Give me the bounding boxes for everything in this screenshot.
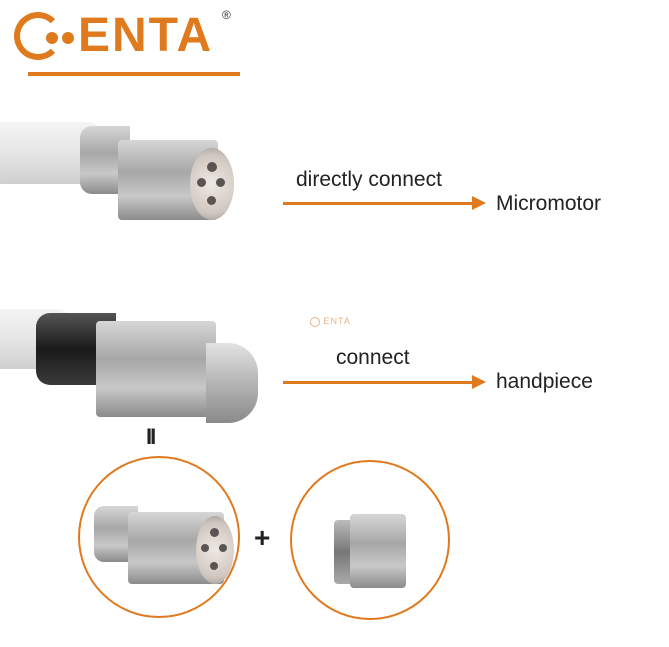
equals-symbol: II — [146, 424, 156, 449]
row1-action-label: directly connect — [296, 168, 442, 191]
connector-face — [190, 148, 234, 220]
watermark: ENTA — [310, 316, 351, 327]
logo-underline — [28, 72, 240, 76]
row2-target-label: handpiece — [496, 370, 593, 393]
adapter-end — [206, 343, 258, 423]
adapter-body — [350, 514, 406, 588]
registered-mark: ® — [222, 8, 231, 22]
logo-dot — [46, 32, 58, 44]
row1-target-label: Micromotor — [496, 192, 602, 215]
logo-text: ENTA — [78, 9, 214, 62]
hose-adapter-image — [0, 295, 270, 435]
adapter-sleeve — [96, 321, 216, 417]
logo-dot — [62, 32, 74, 44]
row1-arrow-line — [283, 202, 475, 205]
logo-c-mark — [14, 12, 62, 60]
plus-symbol: + — [254, 522, 271, 553]
row2-arrow-icon — [472, 375, 486, 389]
adapter-detail-circle — [290, 460, 450, 620]
hose-coupling-image — [0, 110, 240, 230]
brand-logo: ENTA ® — [14, 8, 240, 76]
connector-face — [196, 516, 234, 584]
row1-arrow-icon — [472, 196, 486, 210]
row2-action-label: connect — [336, 346, 410, 369]
row2-arrow-line — [283, 381, 475, 384]
coupling-detail-circle — [78, 456, 240, 618]
